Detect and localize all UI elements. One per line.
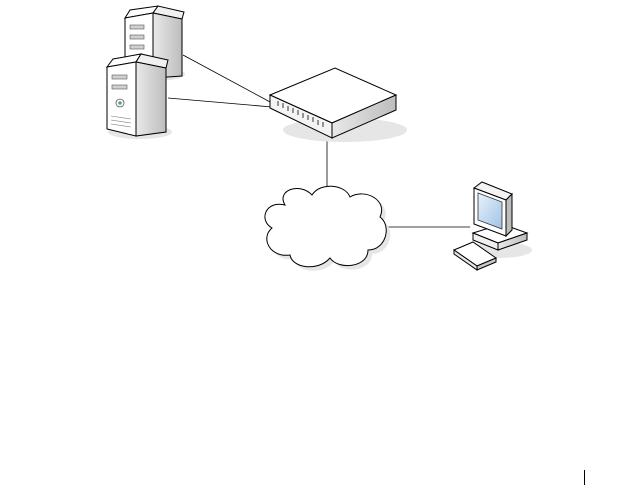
page-footer-rule — [584, 470, 585, 485]
tower-server-icon — [107, 54, 172, 139]
link-server-back-switch — [183, 55, 272, 103]
link-server-front-switch — [168, 98, 272, 107]
desktop-computer-icon — [454, 182, 532, 270]
network-switch-icon — [270, 68, 407, 142]
network-cloud-icon — [265, 186, 390, 271]
